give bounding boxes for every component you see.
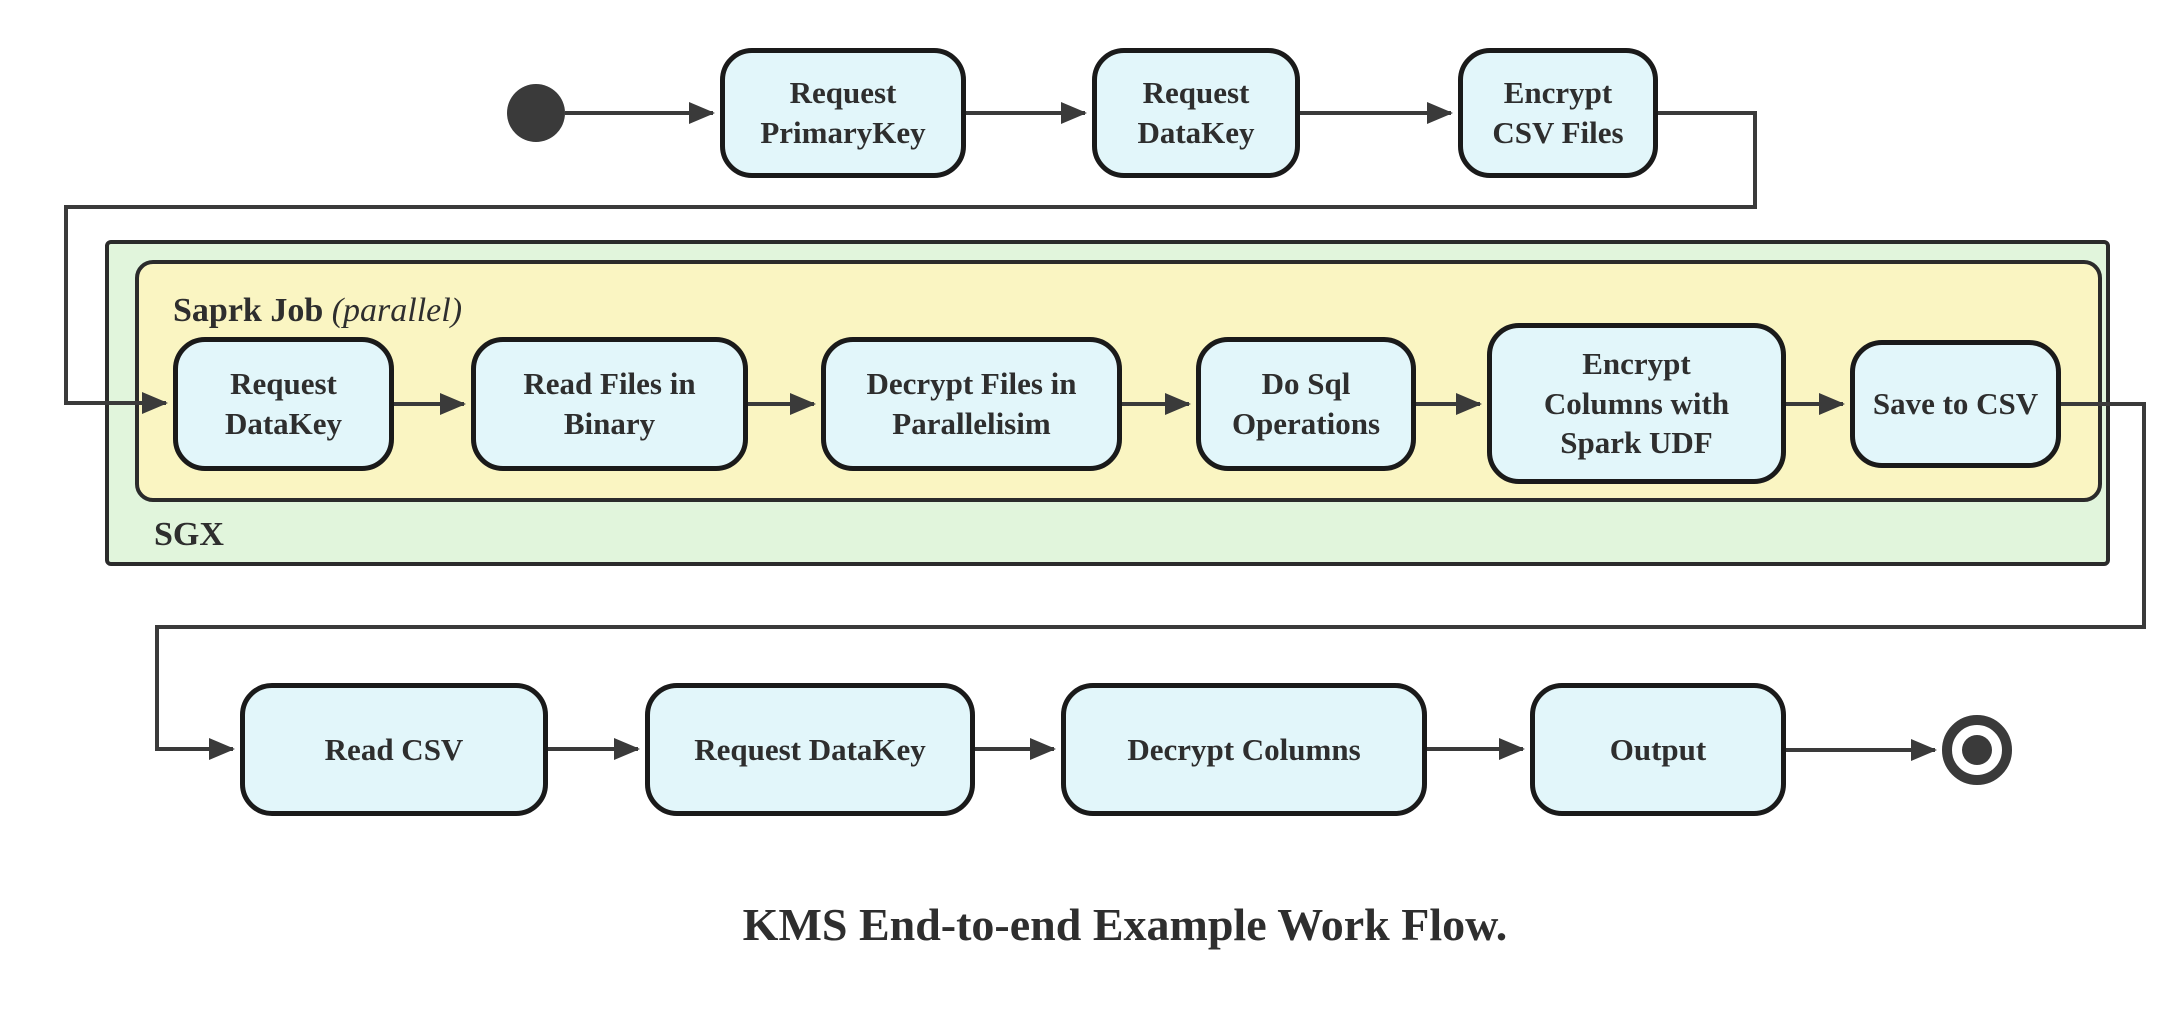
sgx-container-label: SGX — [154, 516, 224, 553]
node-request-datakey-bottom: Request DataKey — [645, 683, 975, 816]
node-request-datakey-top: Request DataKey — [1092, 48, 1300, 178]
node-do-sql-operations: Do Sql Operations — [1196, 337, 1416, 471]
node-save-to-csv: Save to CSV — [1850, 340, 2061, 468]
node-request-primarykey: Request PrimaryKey — [720, 48, 966, 178]
node-decrypt-columns: Decrypt Columns — [1061, 683, 1427, 816]
spark-job-container-label: Saprk Job (parallel) — [173, 292, 462, 329]
spark-job-parallel-text: (parallel) — [331, 292, 463, 329]
spark-job-label-text: Saprk Job — [173, 292, 324, 329]
node-request-datakey-sgx: Request DataKey — [173, 337, 394, 471]
end-state-node — [1962, 735, 1992, 765]
node-encrypt-csv-files: Encrypt CSV Files — [1458, 48, 1658, 178]
node-encrypt-columns-with-spark-udf: Encrypt Columns with Spark UDF — [1487, 323, 1786, 484]
node-read-files-in-binary: Read Files in Binary — [471, 337, 748, 471]
edge-encrypt-csv-files-to-sgx-request-datakey — [64, 111, 1757, 414]
start-state-node — [507, 84, 565, 142]
diagram-caption: KMS End-to-end Example Work Flow. — [742, 899, 1508, 950]
node-output: Output — [1530, 683, 1786, 816]
edge-save-csv-to-read-csv — [155, 402, 2146, 760]
node-decrypt-files-in-parallelisim: Decrypt Files in Parallelisim — [821, 337, 1122, 471]
node-read-csv: Read CSV — [240, 683, 548, 816]
